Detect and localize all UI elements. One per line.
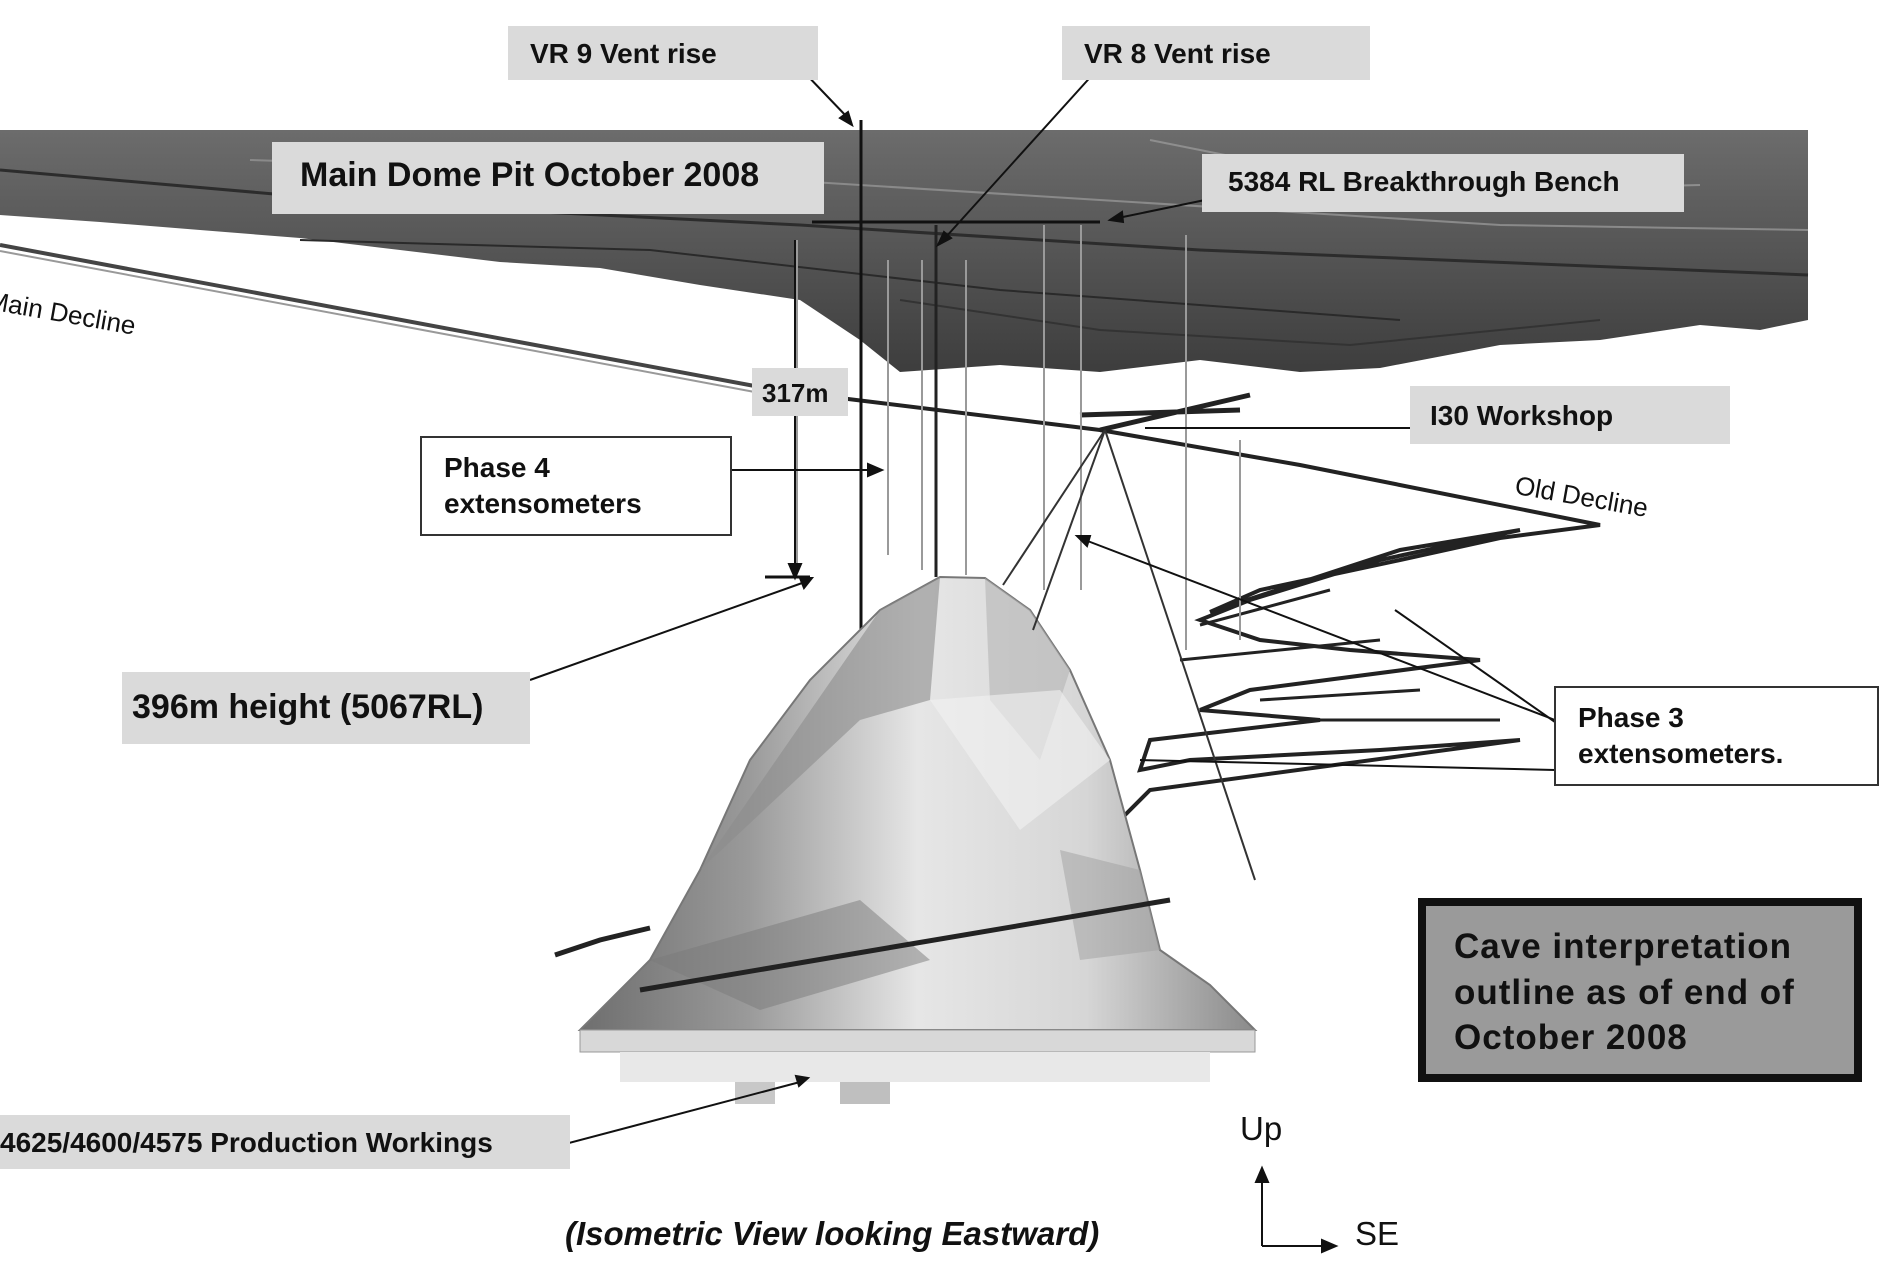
- vr9-vent-rise-label: VR 9 Vent rise: [508, 26, 818, 80]
- phase3-extensometer-lines: [1002, 429, 1256, 881]
- compass-up-label: Up: [1240, 1110, 1283, 1147]
- main-decline-line: [0, 243, 761, 394]
- breakthrough-bench-label: 5384 RL Breakthrough Bench: [1202, 154, 1684, 212]
- cave-interpretation-label: Cave interpretation outline as of end of…: [1418, 898, 1862, 1082]
- cave-ramp: [554, 897, 1171, 993]
- compass-se-label: SE: [1355, 1215, 1400, 1252]
- main-dome-pit-label: Main Dome Pit October 2008: [272, 142, 824, 214]
- cave-dome: [577, 575, 1258, 1104]
- phase3-extensometers-label: Phase 3 extensometers.: [1554, 686, 1879, 786]
- phase4-extensometers-label: Phase 4 extensometers: [420, 436, 732, 536]
- depth-317m-label: 317m: [752, 368, 848, 416]
- compass-icon: [1254, 1165, 1339, 1254]
- i30-workshop-label: I30 Workshop: [1410, 386, 1730, 444]
- production-workings-label: 4625/4600/4575 Production Workings: [0, 1115, 570, 1169]
- vr8-vent-rise-label: VR 8 Vent rise: [1062, 26, 1370, 80]
- view-caption: (Isometric View looking Eastward): [565, 1215, 1100, 1252]
- height-396m-label: 396m height (5067RL): [122, 672, 530, 744]
